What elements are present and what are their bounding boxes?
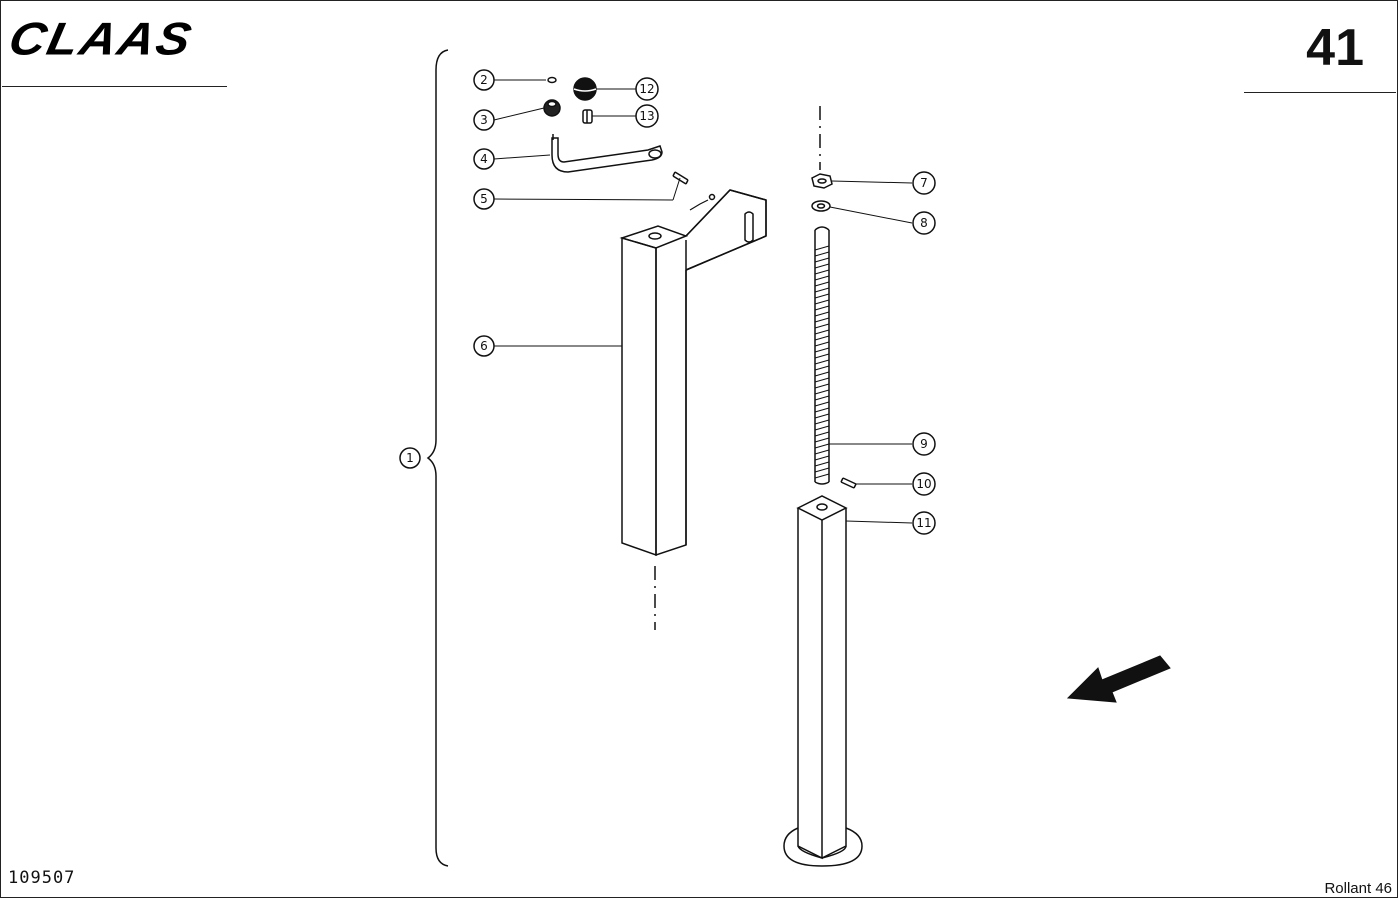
washer-small-part xyxy=(547,76,557,84)
callout-circle-2 xyxy=(473,69,495,91)
callout-circle-6 xyxy=(473,335,495,357)
callout-circle-7 xyxy=(912,171,936,195)
sleeve-part xyxy=(582,109,593,124)
callout-label-12: 12 xyxy=(639,82,654,96)
frame-post-part xyxy=(619,189,767,557)
callout-label-8: 8 xyxy=(920,216,928,230)
leader-lines xyxy=(493,79,913,524)
arrow-down-left-icon xyxy=(1066,655,1171,703)
callout-circle-9 xyxy=(912,432,936,456)
callout-label-5: 5 xyxy=(480,192,488,206)
threaded-rod-part xyxy=(814,226,830,485)
callout-circle-12 xyxy=(635,77,659,101)
washer-part xyxy=(811,200,831,212)
callout-circle-11 xyxy=(912,511,936,535)
callout-label-11: 11 xyxy=(916,516,931,530)
pin-part xyxy=(672,171,689,185)
crank-handle-part xyxy=(551,134,663,173)
callout-label-13: 13 xyxy=(639,109,654,123)
figure-number: 109507 xyxy=(8,868,76,888)
nut-part xyxy=(811,173,833,189)
page-number: 41 xyxy=(1306,19,1364,77)
callout-label-10: 10 xyxy=(916,477,931,491)
header-rule-left xyxy=(2,86,227,87)
callout-label-2: 2 xyxy=(480,73,488,87)
callout-label-1: 1 xyxy=(406,451,414,465)
knob-nut-part xyxy=(543,99,561,117)
callout-circle-5 xyxy=(473,188,495,210)
callout-label-3: 3 xyxy=(480,113,488,127)
header-rule-right xyxy=(1244,92,1396,93)
callout-circle-1 xyxy=(399,447,421,469)
support-leg-part xyxy=(783,495,863,867)
callout-circle-13 xyxy=(635,104,659,128)
callout-label-4: 4 xyxy=(480,152,488,166)
callout-label-9: 9 xyxy=(920,437,928,451)
callout-label-7: 7 xyxy=(920,176,928,190)
model-label: Rollant 46 xyxy=(1324,880,1392,897)
small-pin-part xyxy=(840,477,857,489)
assembly-brace xyxy=(426,49,449,867)
ball-knob-part xyxy=(573,77,597,101)
callout-circle-3 xyxy=(473,109,495,131)
callout-circle-10 xyxy=(912,472,936,496)
callout-label-6: 6 xyxy=(480,339,488,353)
callout-circle-8 xyxy=(912,211,936,235)
callout-circle-4 xyxy=(473,148,495,170)
